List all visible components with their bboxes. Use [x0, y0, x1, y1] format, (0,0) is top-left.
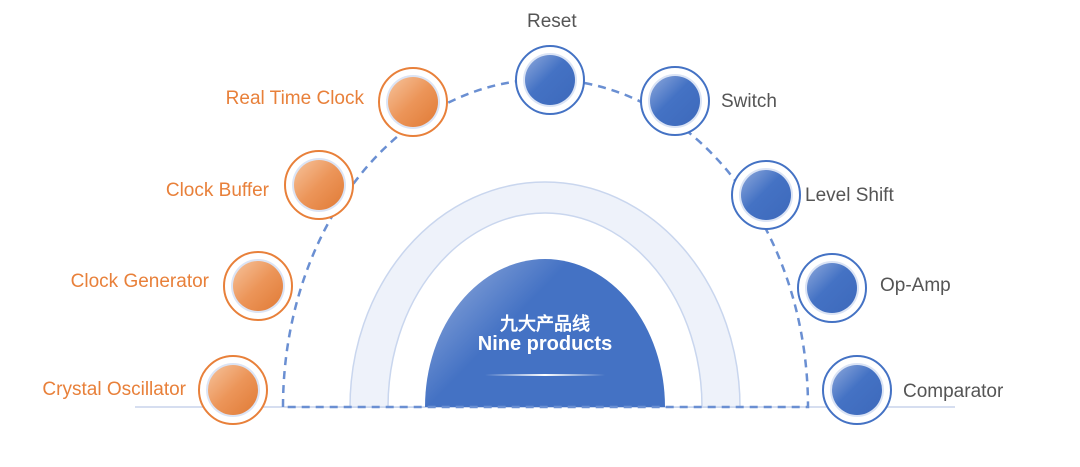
- node-ball: [832, 365, 882, 415]
- label-op-amp: Op-Amp: [880, 275, 951, 296]
- node-ball: [233, 261, 283, 311]
- node-clock-buffer: [284, 150, 354, 220]
- dashed-orbit: [281, 78, 810, 409]
- label-clock-buffer: Clock Buffer: [165, 180, 269, 201]
- center-title-en: Nine products: [477, 333, 613, 355]
- label-comparator: Comparator: [903, 381, 1004, 402]
- center-half-disc: [425, 259, 665, 407]
- label-clock-generator: Clock Generator: [70, 271, 209, 292]
- node-ball: [388, 77, 438, 127]
- node-clock-generator: [223, 251, 293, 321]
- label-real-time-clock: Real Time Clock: [225, 88, 364, 109]
- node-comparator: [822, 355, 892, 425]
- center-title-cn: 九大产品线: [500, 314, 590, 334]
- node-real-time-clock: [378, 67, 448, 137]
- label-reset: Reset: [527, 11, 577, 32]
- node-ball: [741, 170, 791, 220]
- node-crystal-oscillator: [198, 355, 268, 425]
- label-level-shift: Level Shift: [805, 185, 894, 206]
- center-divider: [485, 374, 605, 376]
- label-switch: Switch: [721, 91, 777, 112]
- node-ball: [294, 160, 344, 210]
- node-op-amp: [797, 253, 867, 323]
- label-crystal-oscillator: Crystal Oscillator: [42, 379, 186, 400]
- node-level-shift: [731, 160, 801, 230]
- node-switch: [640, 66, 710, 136]
- node-ball: [650, 76, 700, 126]
- node-reset: [515, 45, 585, 115]
- node-ball: [807, 263, 857, 313]
- node-ball: [525, 55, 575, 105]
- node-ball: [208, 365, 258, 415]
